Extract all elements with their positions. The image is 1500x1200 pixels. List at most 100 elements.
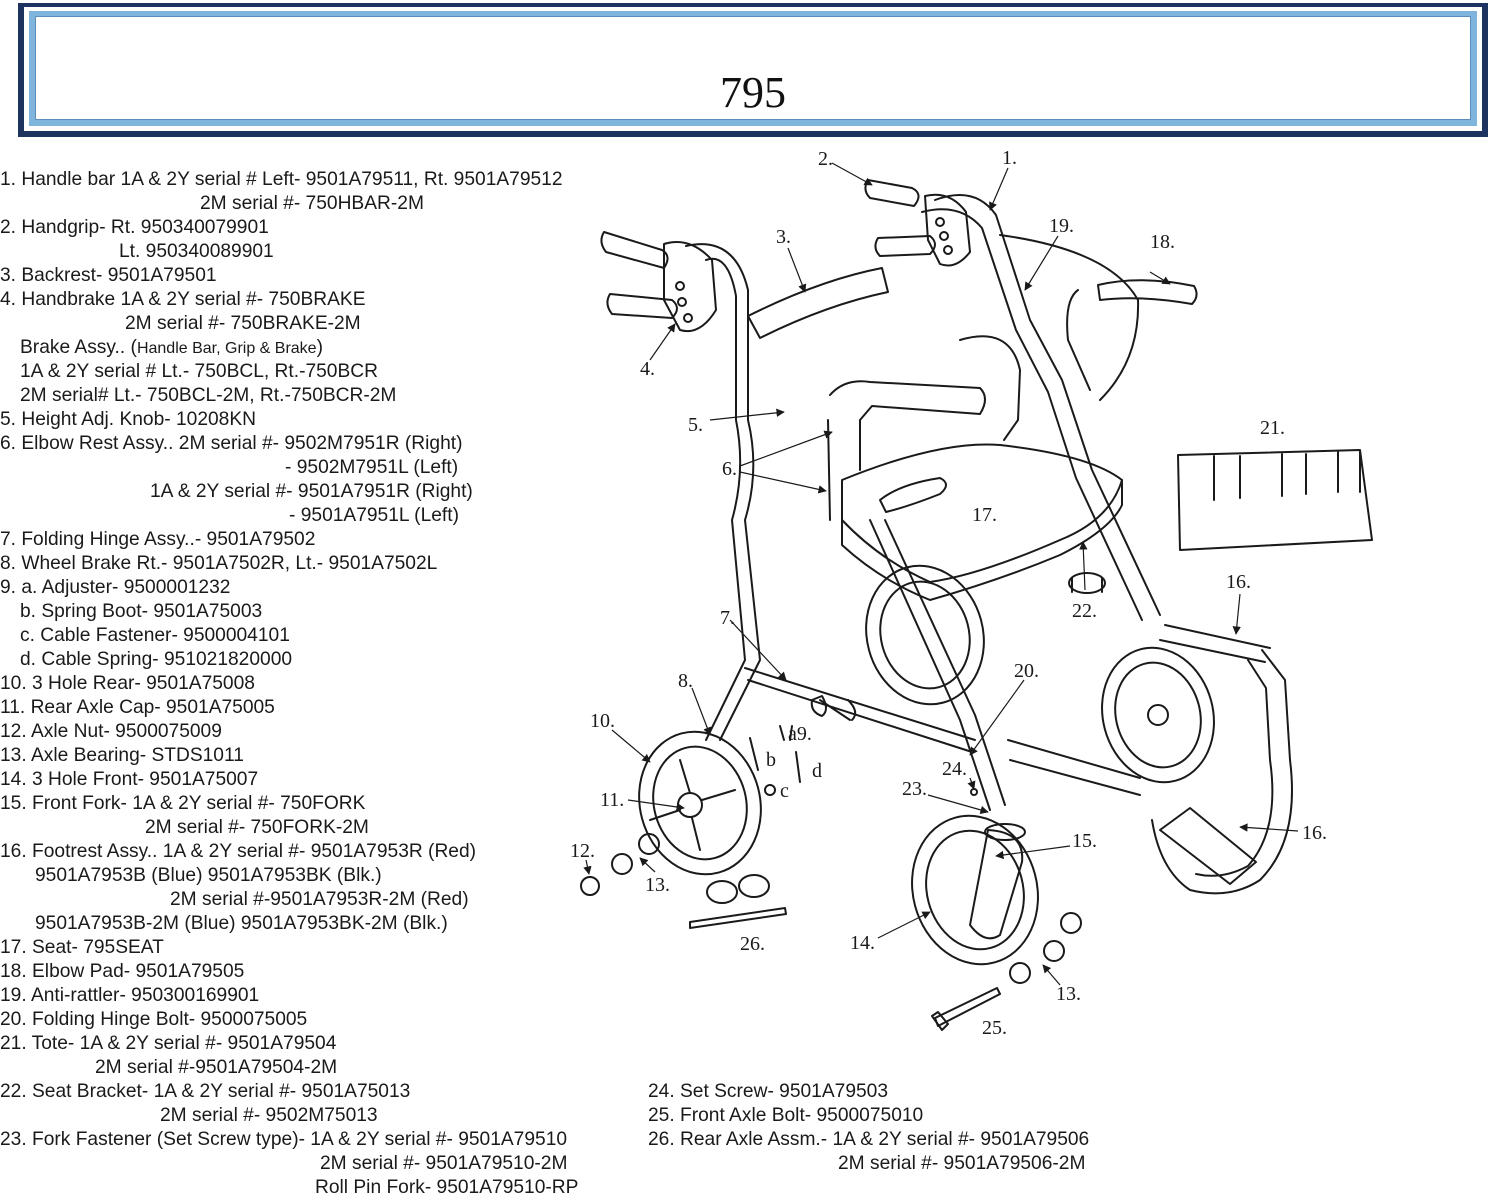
part-line: - 9501A7951L (Left) [289, 505, 459, 526]
part-line: 2M serial #-9501A7953R-2M (Red) [170, 889, 469, 910]
footrest [1151, 649, 1293, 895]
banner-inner: 795 [35, 16, 1471, 120]
right-lower-grip [874, 235, 936, 257]
part-line: 25. Front Axle Bolt- 9500075010 [648, 1105, 924, 1126]
right-upper-grip [864, 179, 920, 207]
rear-axle-bolt [689, 907, 787, 929]
set-screw [970, 788, 978, 796]
part-line: c. Cable Fastener- 9500004101 [20, 625, 290, 646]
part-line: 1A & 2Y serial #- 9501A7951R (Right) [150, 481, 473, 502]
part-line: 16. Footrest Assy.. 1A & 2Y serial #- 95… [0, 841, 477, 862]
leader-lines [583, 162, 1299, 986]
spring-boot [749, 737, 759, 771]
part-line: 9501A7953B-2M (Blue) 9501A7953BK-2M (Blk… [35, 913, 448, 934]
callout-label: 23. [902, 778, 927, 800]
axle-bearing-front-1 [1043, 940, 1065, 962]
part-line: 15. Front Fork- 1A & 2Y serial #- 750FOR… [0, 793, 366, 814]
part-line: 14. 3 Hole Front- 9501A75007 [0, 769, 259, 790]
part-line: 26. Rear Axle Assm.- 1A & 2Y serial #- 9… [648, 1129, 1090, 1150]
callout-label: 22. [1072, 600, 1097, 622]
callout-label: 5. [688, 414, 703, 436]
cable-fastener [764, 784, 776, 796]
part-text: Brake Assy.. ( [20, 337, 137, 358]
adjuster [779, 725, 793, 741]
callout-label: 25. [982, 1017, 1007, 1039]
right-brake-lever [924, 193, 971, 267]
callout-label: 13. [645, 874, 670, 896]
part-line: 12. Axle Nut- 9500075009 [0, 721, 222, 742]
cable-spring [795, 751, 801, 783]
callout-label: 11. [600, 789, 624, 811]
part-line: 1. Handle bar 1A & 2Y serial # Left- 950… [0, 169, 563, 190]
callout-label: 17. [972, 504, 997, 526]
part-line: 1A & 2Y serial # Lt.- 750BCL, Rt.-750BCR [20, 361, 378, 382]
part-line: Brake Assy.. (Handle Bar, Grip & Brake) [20, 336, 323, 361]
callout-label: 2. [818, 148, 833, 170]
part-line: 2M serial# Lt.- 750BCL-2M, Rt.-750BCR-2M [20, 385, 397, 406]
part-line: 9501A7953B (Blue) 9501A7953BK (Blk.) [35, 865, 382, 886]
part-line: 7. Folding Hinge Assy..- 9501A79502 [0, 529, 316, 550]
part-line: 2M serial #- 9501A79510-2M [320, 1153, 568, 1174]
model-title: 795 [720, 68, 786, 117]
rear-axle-cap-2 [738, 874, 770, 898]
seat [841, 443, 1123, 583]
part-line: 11. Rear Axle Cap- 9501A75005 [0, 697, 275, 718]
callout-label: 1. [1002, 147, 1017, 169]
left-lower-grip [606, 293, 678, 319]
axle-bearing-front-2 [1009, 962, 1031, 984]
part-line: Roll Pin Fork- 9501A79510-RP [315, 1177, 579, 1198]
callout-label: 20. [1014, 660, 1039, 682]
rear-left-wheel [638, 730, 762, 876]
part-line: 2M serial #-9501A79504-2M [95, 1057, 338, 1078]
front-left-wheel [911, 814, 1039, 966]
part-line: 9. a. Adjuster- 9500001232 [0, 577, 231, 598]
banner-border: 795 [24, 7, 1482, 131]
callout-label: d [812, 760, 822, 782]
part-line: 13. Axle Bearing- STDS1011 [0, 745, 244, 766]
axle-bearing-rear-2 [638, 833, 660, 855]
part-line: 2M serial #- 9501A79506-2M [838, 1153, 1086, 1174]
callout-label: 14. [850, 932, 875, 954]
part-line: 4. Handbrake 1A & 2Y serial #- 750BRAKE [0, 289, 366, 310]
part-line: 10. 3 Hole Rear- 9501A75008 [0, 673, 255, 694]
part-line: 2M serial #- 750FORK-2M [145, 817, 369, 838]
callout-label: b [766, 749, 776, 771]
front-wheel-back [1101, 646, 1215, 784]
callout-labels: 1. 2. 3. 4. 5. 6. 7. 8. a9. b c d 10. 11… [570, 147, 1327, 1039]
rear-wheel-back [865, 564, 985, 706]
callout-label: 21. [1260, 417, 1285, 439]
callout-label: 8. [678, 670, 693, 692]
part-text: ) [316, 337, 323, 358]
banner-border-light: 795 [29, 11, 1477, 126]
callout-label: 7. [720, 607, 735, 629]
callout-label: 16. [1302, 822, 1327, 844]
callout-label: 19. [1049, 215, 1074, 237]
elbow-rest-left [829, 380, 986, 471]
part-line: - 9502M7951L (Left) [285, 457, 459, 478]
axle-bearing-rear-1 [611, 853, 633, 875]
callout-label: 4. [640, 358, 655, 380]
callout-label: 15. [1072, 830, 1097, 852]
axle-nut-rear [580, 876, 600, 896]
callout-label: 6. [722, 458, 737, 480]
callout-label: 24. [942, 758, 967, 780]
rear-axle-cap-1 [706, 880, 738, 904]
part-line: 6. Elbow Rest Assy.. 2M serial #- 9502M7… [0, 433, 463, 454]
callout-label: 12. [570, 840, 595, 862]
part-line: 8. Wheel Brake Rt.- 9501A7502R, Lt.- 950… [0, 553, 438, 574]
part-line: 22. Seat Bracket- 1A & 2Y serial #- 9501… [0, 1081, 411, 1102]
seat-handle-slot [879, 477, 947, 513]
seat-bracket [1068, 572, 1106, 594]
elbow-pad [1097, 279, 1198, 305]
callout-label: 3. [776, 226, 791, 248]
part-line: 2M serial #- 9502M75013 [160, 1105, 378, 1126]
part-line: 2M serial #- 750HBAR-2M [200, 193, 424, 214]
part-line: 2M serial #- 750BRAKE-2M [125, 313, 361, 334]
tote-bag [1177, 449, 1373, 551]
part-line: 18. Elbow Pad- 9501A79505 [0, 961, 245, 982]
left-brake-lever [663, 241, 717, 332]
callout-label: 16. [1226, 571, 1251, 593]
left-upper-grip [600, 231, 669, 269]
part-line: Lt. 950340089901 [119, 241, 274, 262]
walker-drawing [580, 179, 1373, 1031]
